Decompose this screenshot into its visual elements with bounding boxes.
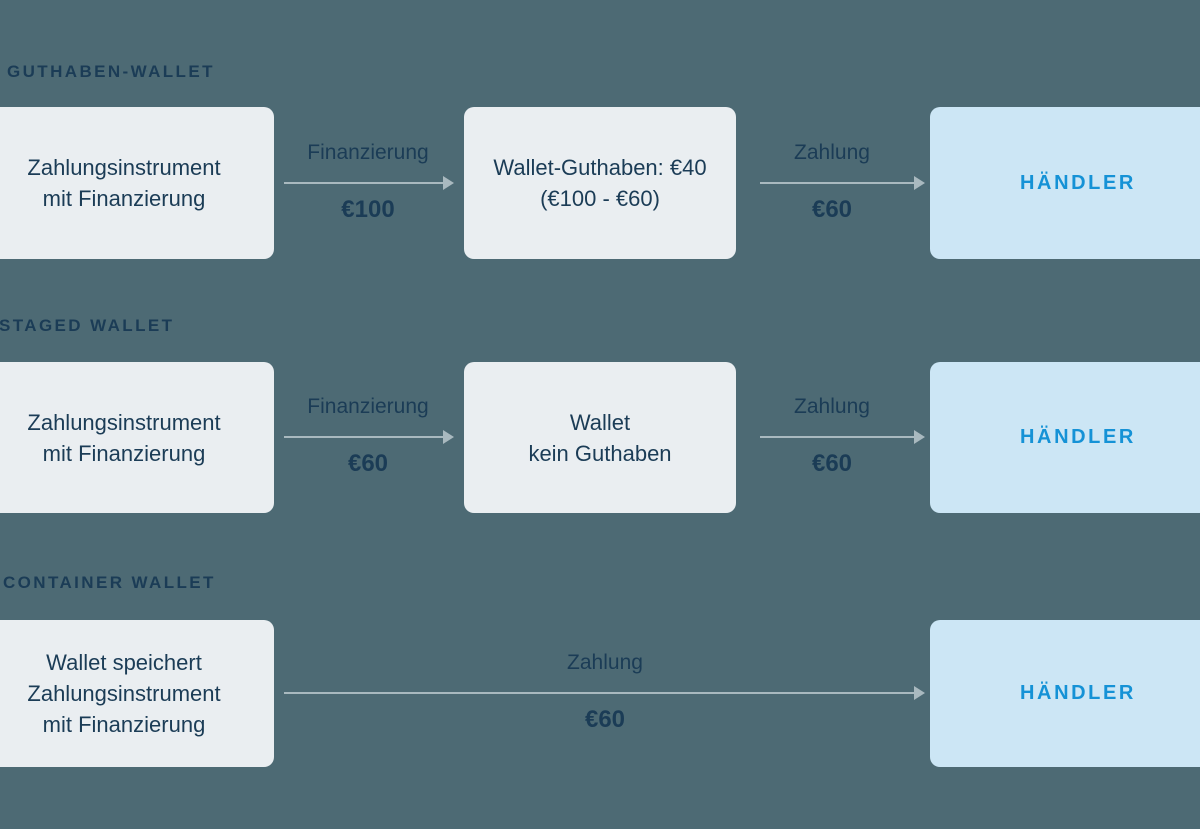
arrow-label-finanzierung-1: Finanzierung <box>307 141 429 164</box>
section-header-staged-wallet: STAGED WALLET <box>0 316 175 335</box>
box-source-container-wallet-text: Wallet speichert Zahlungsinstrument mit … <box>27 650 221 737</box>
box-merchant-guthaben-wallet: HÄNDLER <box>930 107 1200 259</box>
arrow-line <box>760 182 915 184</box>
arrow-line <box>284 692 915 694</box>
arrow-line <box>284 182 444 184</box>
box-middle-guthaben-wallet-text: Wallet-Guthaben: €40 (€100 - €60) <box>493 155 707 211</box>
arrow-amount-finanzierung-2: €60 <box>347 450 389 477</box>
arrow-line <box>284 436 444 438</box>
arrow-amount-zahlung-1: €60 <box>811 196 853 223</box>
arrow-head-icon <box>914 686 925 700</box>
arrow-label-zahlung-3: Zahlung <box>567 651 643 674</box>
arrow-head-icon <box>443 176 454 190</box>
arrow-amount-zahlung-2: €60 <box>811 450 853 477</box>
box-middle-staged-wallet: Wallet kein Guthaben <box>464 362 736 513</box>
section-header-guthaben-wallet: GUTHABEN-WALLET <box>7 62 215 81</box>
box-source-staged-wallet: Zahlungsinstrument mit Finanzierung <box>0 362 274 513</box>
box-merchant-staged-wallet: HÄNDLER <box>930 362 1200 513</box>
arrow-label-zahlung-1: Zahlung <box>794 141 870 164</box>
box-source-container-wallet: Wallet speichert Zahlungsinstrument mit … <box>0 620 274 767</box>
arrow-label-zahlung-2: Zahlung <box>794 395 870 418</box>
box-merchant-guthaben-wallet-text: HÄNDLER <box>1020 171 1136 194</box>
box-merchant-staged-wallet-text: HÄNDLER <box>1020 426 1136 448</box>
box-middle-guthaben-wallet: Wallet-Guthaben: €40 (€100 - €60) <box>464 107 736 259</box>
arrow-amount-finanzierung-1: €100 <box>341 196 395 223</box>
section-header-container-wallet: CONTAINER WALLET <box>3 573 216 592</box>
box-merchant-container-wallet: HÄNDLER <box>930 620 1200 767</box>
arrow-head-icon <box>914 430 925 444</box>
arrow-line <box>760 436 915 438</box>
arrow-head-icon <box>914 176 925 190</box>
box-source-staged-wallet-text: Zahlungsinstrument mit Finanzierung <box>27 409 221 466</box>
arrow-head-icon <box>443 430 454 444</box>
box-merchant-container-wallet-text: HÄNDLER <box>1020 682 1136 704</box>
arrow-amount-zahlung-3: €60 <box>584 706 626 733</box>
box-middle-staged-wallet-text: Wallet kein Guthaben <box>528 409 672 466</box>
box-source-guthaben-wallet: Zahlungsinstrument mit Finanzierung <box>0 107 274 259</box>
arrow-label-finanzierung-2: Finanzierung <box>307 395 429 418</box>
box-source-guthaben-wallet-text: Zahlungsinstrument mit Finanzierung <box>27 155 221 211</box>
